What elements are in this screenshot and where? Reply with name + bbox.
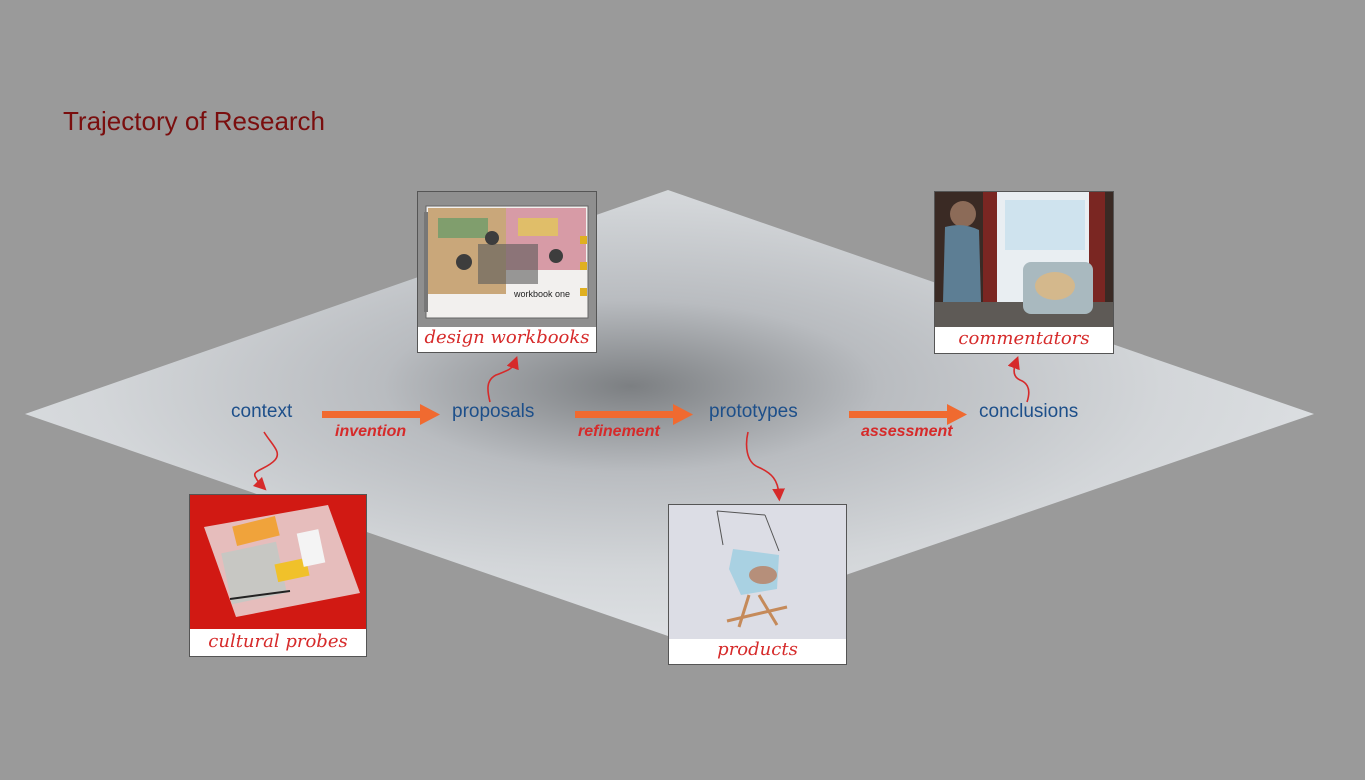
arrow-invention [322, 404, 440, 425]
connector-proposals-workbooks [487, 356, 519, 403]
card-products: products [668, 504, 847, 665]
caption-commentators: commentators [958, 328, 1090, 349]
card-design-workbooks: workbook one design workbooks [417, 191, 597, 353]
commentators-photo [935, 192, 1113, 327]
label-refinement: refinement [578, 423, 660, 440]
label-invention: invention [335, 423, 407, 440]
node-prototypes: prototypes [709, 401, 798, 422]
connector-prototypes-products [745, 431, 785, 502]
caption-design-workbooks: design workbooks [424, 327, 590, 348]
page-title: Trajectory of Research [63, 106, 326, 136]
arrow-assessment [849, 404, 967, 425]
connector-conclusions-commentators [1007, 356, 1030, 403]
node-conclusions: conclusions [979, 401, 1079, 422]
cultural-probes-photo [190, 495, 366, 629]
card-commentators: commentators [934, 191, 1114, 354]
card-cultural-probes: cultural probes [189, 494, 367, 657]
caption-cultural-probes: cultural probes [208, 631, 348, 652]
workbook-cover-text: workbook one [513, 289, 570, 299]
workbook-photo: workbook one [418, 192, 596, 327]
node-context: context [231, 401, 293, 422]
connector-context-probes [252, 431, 279, 491]
caption-products: products [717, 639, 798, 660]
products-photo [669, 505, 846, 639]
node-proposals: proposals [452, 401, 535, 422]
arrow-refinement [575, 404, 693, 425]
label-assessment: assessment [861, 423, 953, 440]
